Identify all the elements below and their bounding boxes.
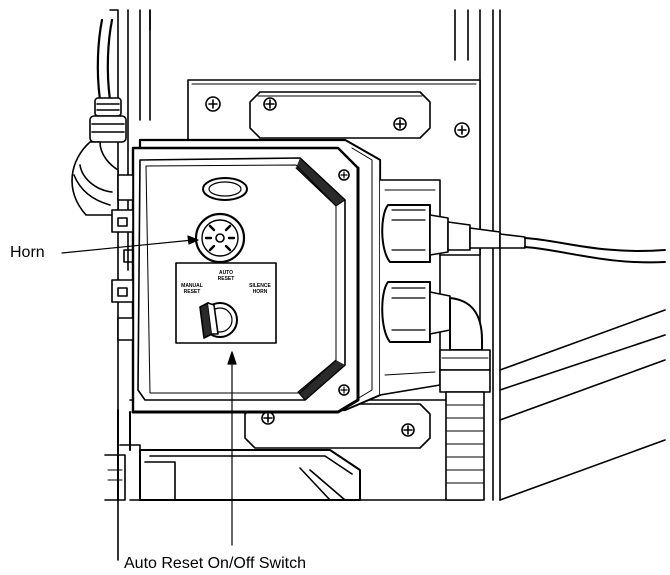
- callout-leaders: [61, 235, 237, 546]
- horn: [194, 212, 246, 264]
- horn-leader-line: [61, 239, 194, 254]
- svg-text:MANUAL: MANUAL: [181, 283, 203, 289]
- frame-rails: [109, 9, 666, 561]
- indicator-lens: [202, 177, 248, 201]
- upper-cable: [71, 18, 127, 216]
- svg-text:SILENCE: SILENCE: [249, 283, 271, 289]
- horn-leader-arrow: [187, 235, 199, 245]
- horn-callout-label: Horn: [10, 244, 45, 261]
- svg-text:HORN: HORN: [253, 289, 268, 295]
- auto-reset-switch: [199, 302, 238, 339]
- lower-enclosure: [104, 444, 361, 501]
- switch-callout-label: Auto Reset On/Off Switch: [124, 555, 307, 572]
- switch-leader-arrow: [227, 351, 237, 365]
- lower-cable-gland: [381, 281, 491, 501]
- svg-text:AUTO: AUTO: [219, 270, 233, 276]
- plate-screws: [205, 96, 470, 138]
- upper-cable-gland: [381, 204, 666, 264]
- left-conduit: [117, 409, 131, 501]
- svg-text:RESET: RESET: [218, 276, 235, 282]
- svg-text:RESET: RESET: [184, 289, 201, 295]
